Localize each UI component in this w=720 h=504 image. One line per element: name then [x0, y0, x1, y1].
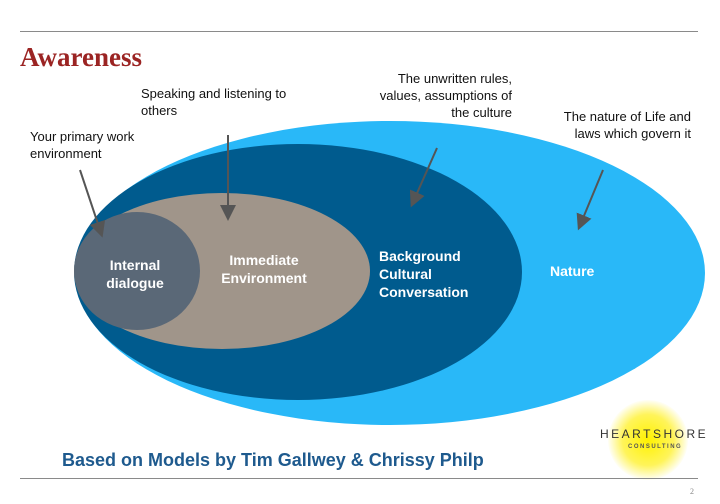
caption-work: Your primary work environment	[30, 129, 135, 161]
arrow-rules	[409, 147, 438, 208]
logo-name: HEARTSHORE	[600, 427, 709, 441]
arrow-work	[79, 169, 106, 238]
page-number: 2	[690, 487, 694, 496]
internal-ellipse	[74, 212, 200, 330]
caption-rules: The unwritten rules, values, assumptions…	[379, 71, 512, 120]
caption-nature: The nature of Life and laws which govern…	[563, 109, 691, 141]
label-background: Background Cultural Conversation	[379, 248, 469, 300]
logo-sub: CONSULTING	[628, 444, 683, 450]
arrow-nature	[576, 169, 604, 231]
logo-glow	[608, 400, 688, 480]
footer-credit: Based on Models by Tim Gallwey & Chrissy…	[62, 450, 484, 470]
label-internal: Internal dialogue	[106, 257, 164, 291]
caption-speaking: Speaking and listening to others	[141, 86, 287, 118]
top-rule	[20, 31, 698, 32]
slide-title: Awareness	[20, 42, 142, 72]
label-immediate: Immediate Environment	[221, 252, 307, 286]
label-nature: Nature	[550, 263, 595, 279]
bottom-rule	[20, 478, 698, 479]
